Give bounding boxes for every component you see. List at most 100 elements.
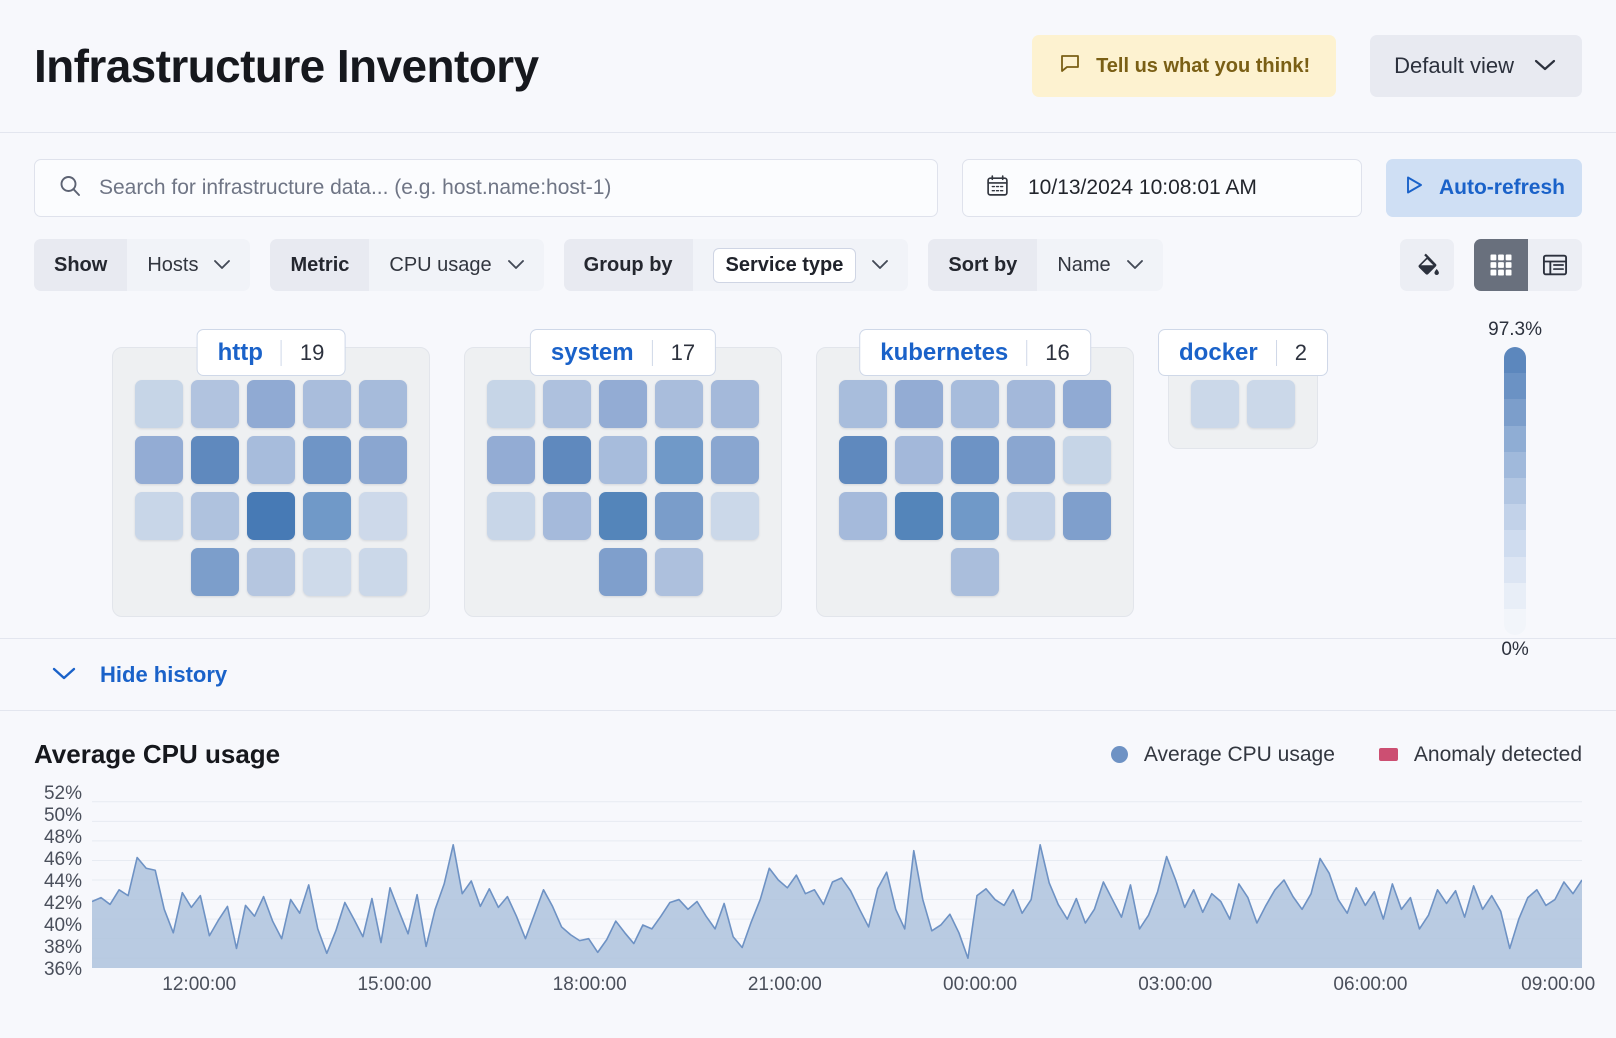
tile-row: [135, 492, 407, 540]
host-tile[interactable]: [359, 436, 407, 484]
host-tile[interactable]: [599, 380, 647, 428]
tile-rows: [839, 380, 1111, 596]
host-tile[interactable]: [303, 492, 351, 540]
group-name: docker: [1179, 338, 1258, 366]
host-tile[interactable]: [711, 492, 759, 540]
host-tile[interactable]: [951, 548, 999, 596]
legend-label: Average CPU usage: [1143, 742, 1335, 766]
host-tile[interactable]: [839, 380, 887, 428]
legend-item-anomaly-detected[interactable]: Anomaly detected: [1378, 743, 1582, 767]
host-tile[interactable]: [951, 380, 999, 428]
host-tile[interactable]: [247, 380, 295, 428]
host-tile[interactable]: [1063, 380, 1111, 428]
host-tile[interactable]: [303, 548, 351, 596]
host-tile[interactable]: [895, 380, 943, 428]
host-tile[interactable]: [191, 380, 239, 428]
tile-row: [135, 436, 407, 484]
host-tile[interactable]: [303, 436, 351, 484]
filter-group-by-value[interactable]: Service type: [692, 239, 909, 291]
host-tile[interactable]: [951, 436, 999, 484]
y-tick-label: 52%: [43, 783, 82, 804]
host-tile[interactable]: [543, 380, 591, 428]
paint-bucket-icon[interactable]: [1400, 239, 1454, 291]
host-tile[interactable]: [1007, 380, 1055, 428]
feedback-button[interactable]: Tell us what you think!: [1032, 35, 1337, 97]
host-tile[interactable]: [711, 380, 759, 428]
date-picker[interactable]: 10/13/2024 10:08:01 AM: [962, 159, 1362, 217]
group-badge-docker[interactable]: docker 2: [1158, 329, 1328, 376]
x-tick-label: 09:00:00: [1521, 974, 1596, 995]
legend-step: [1504, 504, 1527, 531]
auto-refresh-button[interactable]: Auto-refresh: [1386, 159, 1582, 217]
host-tile[interactable]: [543, 492, 591, 540]
filter-metric-value[interactable]: CPU usage: [369, 239, 544, 291]
host-tile[interactable]: [895, 436, 943, 484]
group-count: 19: [299, 339, 325, 365]
host-tile[interactable]: [135, 492, 183, 540]
y-tick-label: 42%: [43, 893, 82, 914]
x-tick-label: 21:00:00: [747, 974, 822, 995]
host-tile[interactable]: [1007, 492, 1055, 540]
grid-view-icon[interactable]: [1474, 239, 1528, 291]
filter-metric: Metric CPU usage: [270, 239, 544, 291]
host-tile[interactable]: [655, 492, 703, 540]
group-card: [112, 347, 430, 617]
host-tile[interactable]: [247, 548, 295, 596]
host-tile[interactable]: [247, 492, 295, 540]
filter-show-value[interactable]: Hosts: [127, 239, 251, 291]
host-tile[interactable]: [1247, 380, 1295, 428]
host-tile[interactable]: [359, 548, 407, 596]
x-tick-label: 15:00:00: [357, 974, 432, 995]
host-tile[interactable]: [543, 436, 591, 484]
host-tile[interactable]: [247, 436, 295, 484]
host-tile[interactable]: [655, 436, 703, 484]
tile-row: [135, 380, 407, 428]
hide-history-label: Hide history: [100, 661, 228, 687]
default-view-button[interactable]: Default view: [1370, 35, 1582, 97]
filter-show: Show Hosts: [34, 239, 251, 291]
host-tile[interactable]: [359, 492, 407, 540]
legend-step: [1504, 347, 1527, 374]
host-tile[interactable]: [599, 436, 647, 484]
host-tile[interactable]: [191, 436, 239, 484]
host-tile[interactable]: [487, 380, 535, 428]
feedback-label: Tell us what you think!: [1096, 54, 1311, 77]
host-tile[interactable]: [1191, 380, 1239, 428]
host-tile[interactable]: [655, 380, 703, 428]
host-tile[interactable]: [839, 492, 887, 540]
host-tile[interactable]: [895, 492, 943, 540]
hide-history-toggle[interactable]: Hide history: [0, 639, 1616, 711]
host-tile[interactable]: [487, 492, 535, 540]
search-input[interactable]: Search for infrastructure data... (e.g. …: [34, 159, 938, 217]
host-tile[interactable]: [135, 380, 183, 428]
host-tile[interactable]: [487, 436, 535, 484]
host-tile[interactable]: [711, 436, 759, 484]
plot-area[interactable]: [92, 792, 1582, 968]
chevron-down-icon: [212, 254, 232, 277]
legend-marker-circle: [1110, 746, 1128, 763]
legend-item-average-cpu-usage[interactable]: Average CPU usage: [1110, 742, 1335, 767]
search-row: Search for infrastructure data... (e.g. …: [34, 159, 1582, 217]
host-tile[interactable]: [951, 492, 999, 540]
host-tile[interactable]: [1063, 436, 1111, 484]
host-tile[interactable]: [191, 492, 239, 540]
host-tile[interactable]: [303, 380, 351, 428]
host-tile[interactable]: [135, 436, 183, 484]
host-tile[interactable]: [839, 436, 887, 484]
host-tile[interactable]: [1007, 436, 1055, 484]
host-tile[interactable]: [191, 548, 239, 596]
host-tile[interactable]: [599, 548, 647, 596]
table-view-icon[interactable]: [1528, 239, 1582, 291]
host-tile[interactable]: [599, 492, 647, 540]
color-scale-legend: 97.3% 0%: [1488, 319, 1542, 661]
host-tile[interactable]: [655, 548, 703, 596]
tile-row: [951, 548, 1111, 596]
filter-sort-by-value[interactable]: Name: [1037, 239, 1163, 291]
host-tile[interactable]: [1063, 492, 1111, 540]
host-tile[interactable]: [359, 380, 407, 428]
group-count: 2: [1294, 339, 1307, 365]
